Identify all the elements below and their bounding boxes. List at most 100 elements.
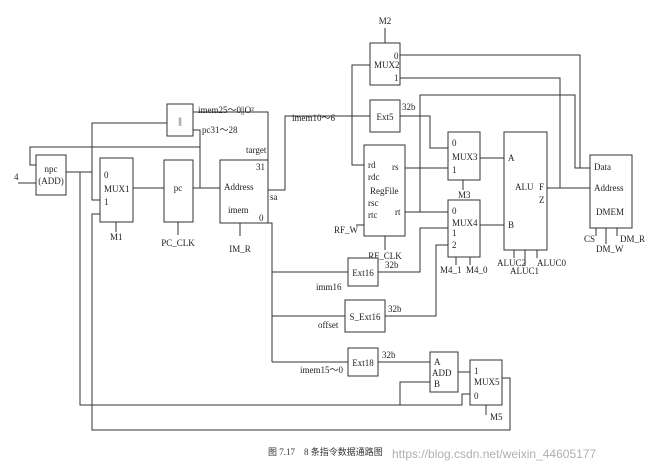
mux4-in2: 2 bbox=[452, 240, 457, 250]
alu-input-b: B bbox=[508, 220, 514, 230]
signal-rf-clk: RF_CLK bbox=[368, 251, 402, 261]
signal-aluc1: ALUC1 bbox=[510, 266, 539, 276]
wire-alu-to-mux2 bbox=[400, 77, 561, 188]
concat-block: || bbox=[166, 103, 194, 137]
wire-npc-to-mux5 bbox=[400, 393, 470, 406]
wire-label-imem25: imem25～0||O² bbox=[198, 105, 254, 115]
mux5-label: MUX5 bbox=[474, 377, 500, 387]
constant-four: 4 bbox=[14, 172, 19, 182]
add-label: ADD bbox=[432, 368, 452, 378]
ext16-label: Ext16 bbox=[352, 268, 374, 278]
signal-pc-clk: PC_CLK bbox=[161, 238, 195, 248]
ext18-width-label: 32b bbox=[382, 350, 396, 360]
wire-imem25-to-concat bbox=[193, 111, 269, 160]
mux3-in1: 1 bbox=[452, 165, 457, 175]
mux2-in1: 1 bbox=[394, 73, 399, 83]
signal-m5: M5 bbox=[490, 412, 503, 422]
signal-m3: M3 bbox=[458, 190, 471, 200]
signal-dm-r: DM_R bbox=[620, 234, 645, 244]
pc-label: pc bbox=[174, 183, 183, 193]
mux4-in1: 1 bbox=[452, 228, 457, 238]
regfile-label: RegFile bbox=[370, 186, 399, 196]
ext5-width-label: 32b bbox=[402, 102, 416, 112]
ext5-block: Ext5 bbox=[369, 99, 401, 133]
mux2-in0: 0 bbox=[394, 51, 399, 61]
ext16-width-label: 32b bbox=[385, 260, 399, 270]
wire-dmem-to-mux2 bbox=[400, 54, 590, 169]
regfile-rsc: rsc bbox=[368, 198, 379, 208]
ext18-label: Ext18 bbox=[352, 358, 374, 368]
imem-target-label: target bbox=[246, 145, 267, 155]
wire-mux2-to-regfile bbox=[351, 64, 370, 166]
ext16-block: Ext16 bbox=[347, 257, 379, 287]
imem-label: imem bbox=[228, 205, 249, 215]
add-input-b: B bbox=[434, 379, 440, 389]
wire-concat-to-mux1 bbox=[91, 122, 167, 201]
signal-dm-w: DM_W bbox=[596, 244, 624, 254]
dmem-address-label: Address bbox=[594, 183, 624, 193]
mux4-label: MUX4 bbox=[452, 218, 478, 228]
wire-label-imem15: imem15～0 bbox=[300, 365, 343, 375]
regfile-rdc: rdc bbox=[368, 172, 380, 182]
wire-ext16-to-mux4 bbox=[378, 227, 448, 273]
mux4-block: 0 MUX4 1 2 bbox=[447, 199, 481, 258]
wire-ext5-to-mux3 bbox=[400, 115, 448, 149]
alu-z-output: Z bbox=[539, 195, 545, 205]
mux1-in0: 0 bbox=[104, 170, 109, 180]
wire-pc31-to-concat bbox=[193, 129, 201, 147]
wire-imem-bus bbox=[268, 222, 273, 362]
alu-f-output: F bbox=[539, 182, 544, 192]
mux4-in0: 0 bbox=[452, 206, 457, 216]
npc-adder-block: npc (ADD) bbox=[35, 154, 67, 196]
wire-label-imem10: imem10～6 bbox=[292, 113, 335, 123]
sext16-block: S_Ext16 bbox=[344, 299, 386, 333]
npc-add-label: (ADD) bbox=[38, 176, 64, 186]
mux3-label: MUX3 bbox=[452, 152, 478, 162]
sext16-width-label: 32b bbox=[388, 304, 402, 314]
wire-sext16-to-mux4 bbox=[385, 244, 448, 317]
ext18-block: Ext18 bbox=[347, 347, 379, 377]
signal-m4-1: M4_1 bbox=[440, 265, 462, 275]
branch-adder-block: A ADD B bbox=[429, 351, 459, 393]
wires bbox=[18, 28, 618, 431]
alu-input-a: A bbox=[508, 153, 515, 163]
alu-block: A B ALU F Z bbox=[503, 131, 548, 251]
signal-aluc2: ALUC2 bbox=[497, 258, 526, 268]
mux2-block: 0 MUX2 1 bbox=[369, 42, 401, 86]
sext16-label: S_Ext16 bbox=[349, 312, 381, 322]
mux3-in0: 0 bbox=[452, 138, 457, 148]
mux1-label: MUX1 bbox=[104, 184, 130, 194]
signal-im-r: IM_R bbox=[229, 244, 251, 254]
mux3-block: 0 MUX3 1 bbox=[447, 131, 481, 181]
pc-block: pc bbox=[163, 159, 194, 223]
npc-label: npc bbox=[45, 164, 58, 174]
wire-npc-to-add-b bbox=[66, 171, 430, 406]
register-file-block: rd rdc RegFile rsc rtc rs rt bbox=[363, 144, 406, 237]
concat-label: || bbox=[178, 116, 182, 126]
wire-imem-to-ext5 bbox=[268, 115, 370, 191]
dmem-data-label: Data bbox=[594, 162, 611, 172]
signal-m1: M1 bbox=[110, 232, 123, 242]
wire-label-imm16: imm16 bbox=[316, 282, 342, 292]
regfile-rt: rt bbox=[395, 207, 401, 217]
signal-aluc0: ALUC0 bbox=[537, 258, 566, 268]
regfile-rs: rs bbox=[392, 162, 399, 172]
signal-rf-w: RF_W bbox=[334, 225, 359, 235]
wire-label-pc31: pc31～28 bbox=[202, 125, 238, 135]
regfile-rd: rd bbox=[368, 160, 376, 170]
mux2-label: MUX2 bbox=[374, 60, 400, 70]
imem-bit0-label: 0 bbox=[259, 213, 264, 223]
ext5-label: Ext5 bbox=[377, 112, 394, 122]
signal-m2: M2 bbox=[379, 16, 392, 26]
mux1-block: 0 MUX1 1 bbox=[99, 157, 134, 223]
instruction-memory-block: Address imem sa 31 0 target bbox=[219, 145, 278, 224]
regfile-rtc: rtc bbox=[368, 210, 378, 220]
watermark: https://blog.csdn.net/weixin_44605177 bbox=[392, 447, 596, 461]
figure-caption: 图 7.17 8 条指令数据通路图 bbox=[268, 446, 383, 457]
add-input-a: A bbox=[434, 357, 441, 367]
mux5-in0: 0 bbox=[474, 391, 479, 401]
signal-m4-0: M4_0 bbox=[466, 265, 488, 275]
imem-bit31-label: 31 bbox=[256, 162, 265, 172]
wire-label-offset: offset bbox=[318, 320, 339, 330]
